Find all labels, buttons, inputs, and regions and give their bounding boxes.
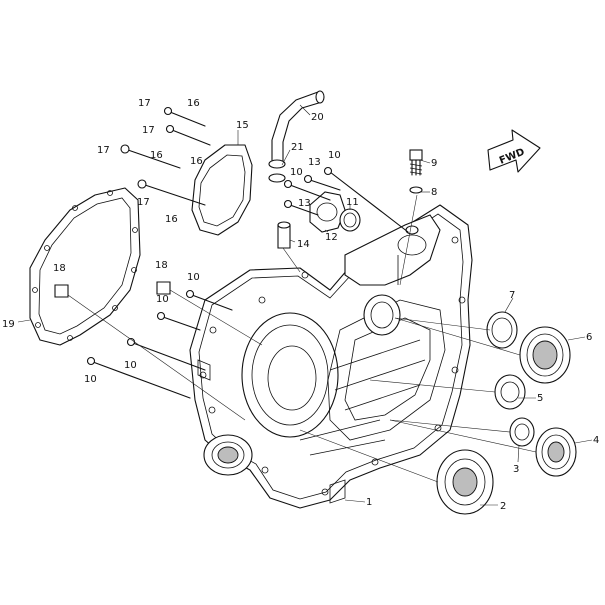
bearing-2: [436, 449, 494, 515]
callout-leaders: [17, 104, 593, 506]
bolts-upper: [120, 106, 211, 206]
callout-10-mid-left: 10: [156, 294, 169, 305]
callout-5: 5: [537, 393, 543, 404]
callout-12: 12: [325, 232, 338, 243]
callout-18-left: 18: [53, 263, 66, 274]
callout-4: 4: [593, 435, 599, 446]
dowels-18: [54, 281, 171, 298]
callout-10-lower-left: 10: [84, 374, 97, 385]
callout-7: 7: [509, 290, 515, 301]
bolts-lower: [86, 289, 233, 399]
bolts-13: [283, 166, 409, 233]
callout-17-third: 17: [97, 145, 110, 156]
callout-15: 15: [236, 120, 249, 131]
bolt-16c: [120, 144, 181, 169]
callout-8: 8: [431, 187, 437, 198]
callout-1: 1: [366, 497, 372, 508]
bearing-5: [494, 374, 526, 410]
callout-18-right: 18: [155, 260, 168, 271]
callouts: 1 2 3 4 5 6 7 8 9 10 10 10 10 10 10 11 1…: [2, 98, 599, 512]
callout-6: 6: [586, 332, 592, 343]
housing-cover: [309, 191, 361, 233]
crankcase-body: [189, 204, 473, 509]
forward-arrow-label: FWD: [498, 147, 526, 167]
callout-16-second: 16: [190, 156, 203, 167]
alignment-lines: [67, 194, 537, 483]
callout-13-lower: 13: [298, 198, 311, 209]
callout-10-lower-right: 10: [124, 360, 137, 371]
callout-16-first: 16: [187, 98, 200, 109]
cover-gasket: [29, 187, 141, 346]
seal-3: [509, 417, 535, 447]
callout-10-mid-right: 10: [187, 272, 200, 283]
bearing-4: [535, 427, 577, 477]
callout-17-first: 17: [138, 98, 151, 109]
callout-17-second: 17: [142, 125, 155, 136]
callout-11: 11: [346, 197, 359, 208]
callout-19: 19: [2, 319, 15, 330]
sensor: [409, 149, 423, 194]
callout-14: 14: [297, 239, 310, 250]
callout-13-upper: 13: [308, 157, 321, 168]
callout-16-third: 16: [150, 150, 163, 161]
forward-arrow-icon: FWD: [487, 129, 541, 173]
bearing-6: [519, 326, 571, 384]
dowel-pipe: [277, 221, 291, 249]
callout-16-fourth: 16: [165, 214, 178, 225]
callout-21: 21: [291, 142, 304, 153]
hose: [268, 90, 325, 183]
callout-17-fourth: 17: [137, 197, 150, 208]
bolt-16a: [163, 106, 206, 127]
callout-20: 20: [311, 112, 324, 123]
seal-7: [486, 311, 518, 349]
callout-2: 2: [500, 501, 506, 512]
callout-9: 9: [431, 158, 437, 169]
bolt-16d: [137, 179, 206, 206]
pump-gasket: [191, 144, 253, 236]
bolt-16b: [165, 124, 211, 146]
callout-3: 3: [513, 464, 519, 475]
callout-10-top-right: 10: [328, 150, 341, 161]
callout-10-top-left: 10: [290, 167, 303, 178]
